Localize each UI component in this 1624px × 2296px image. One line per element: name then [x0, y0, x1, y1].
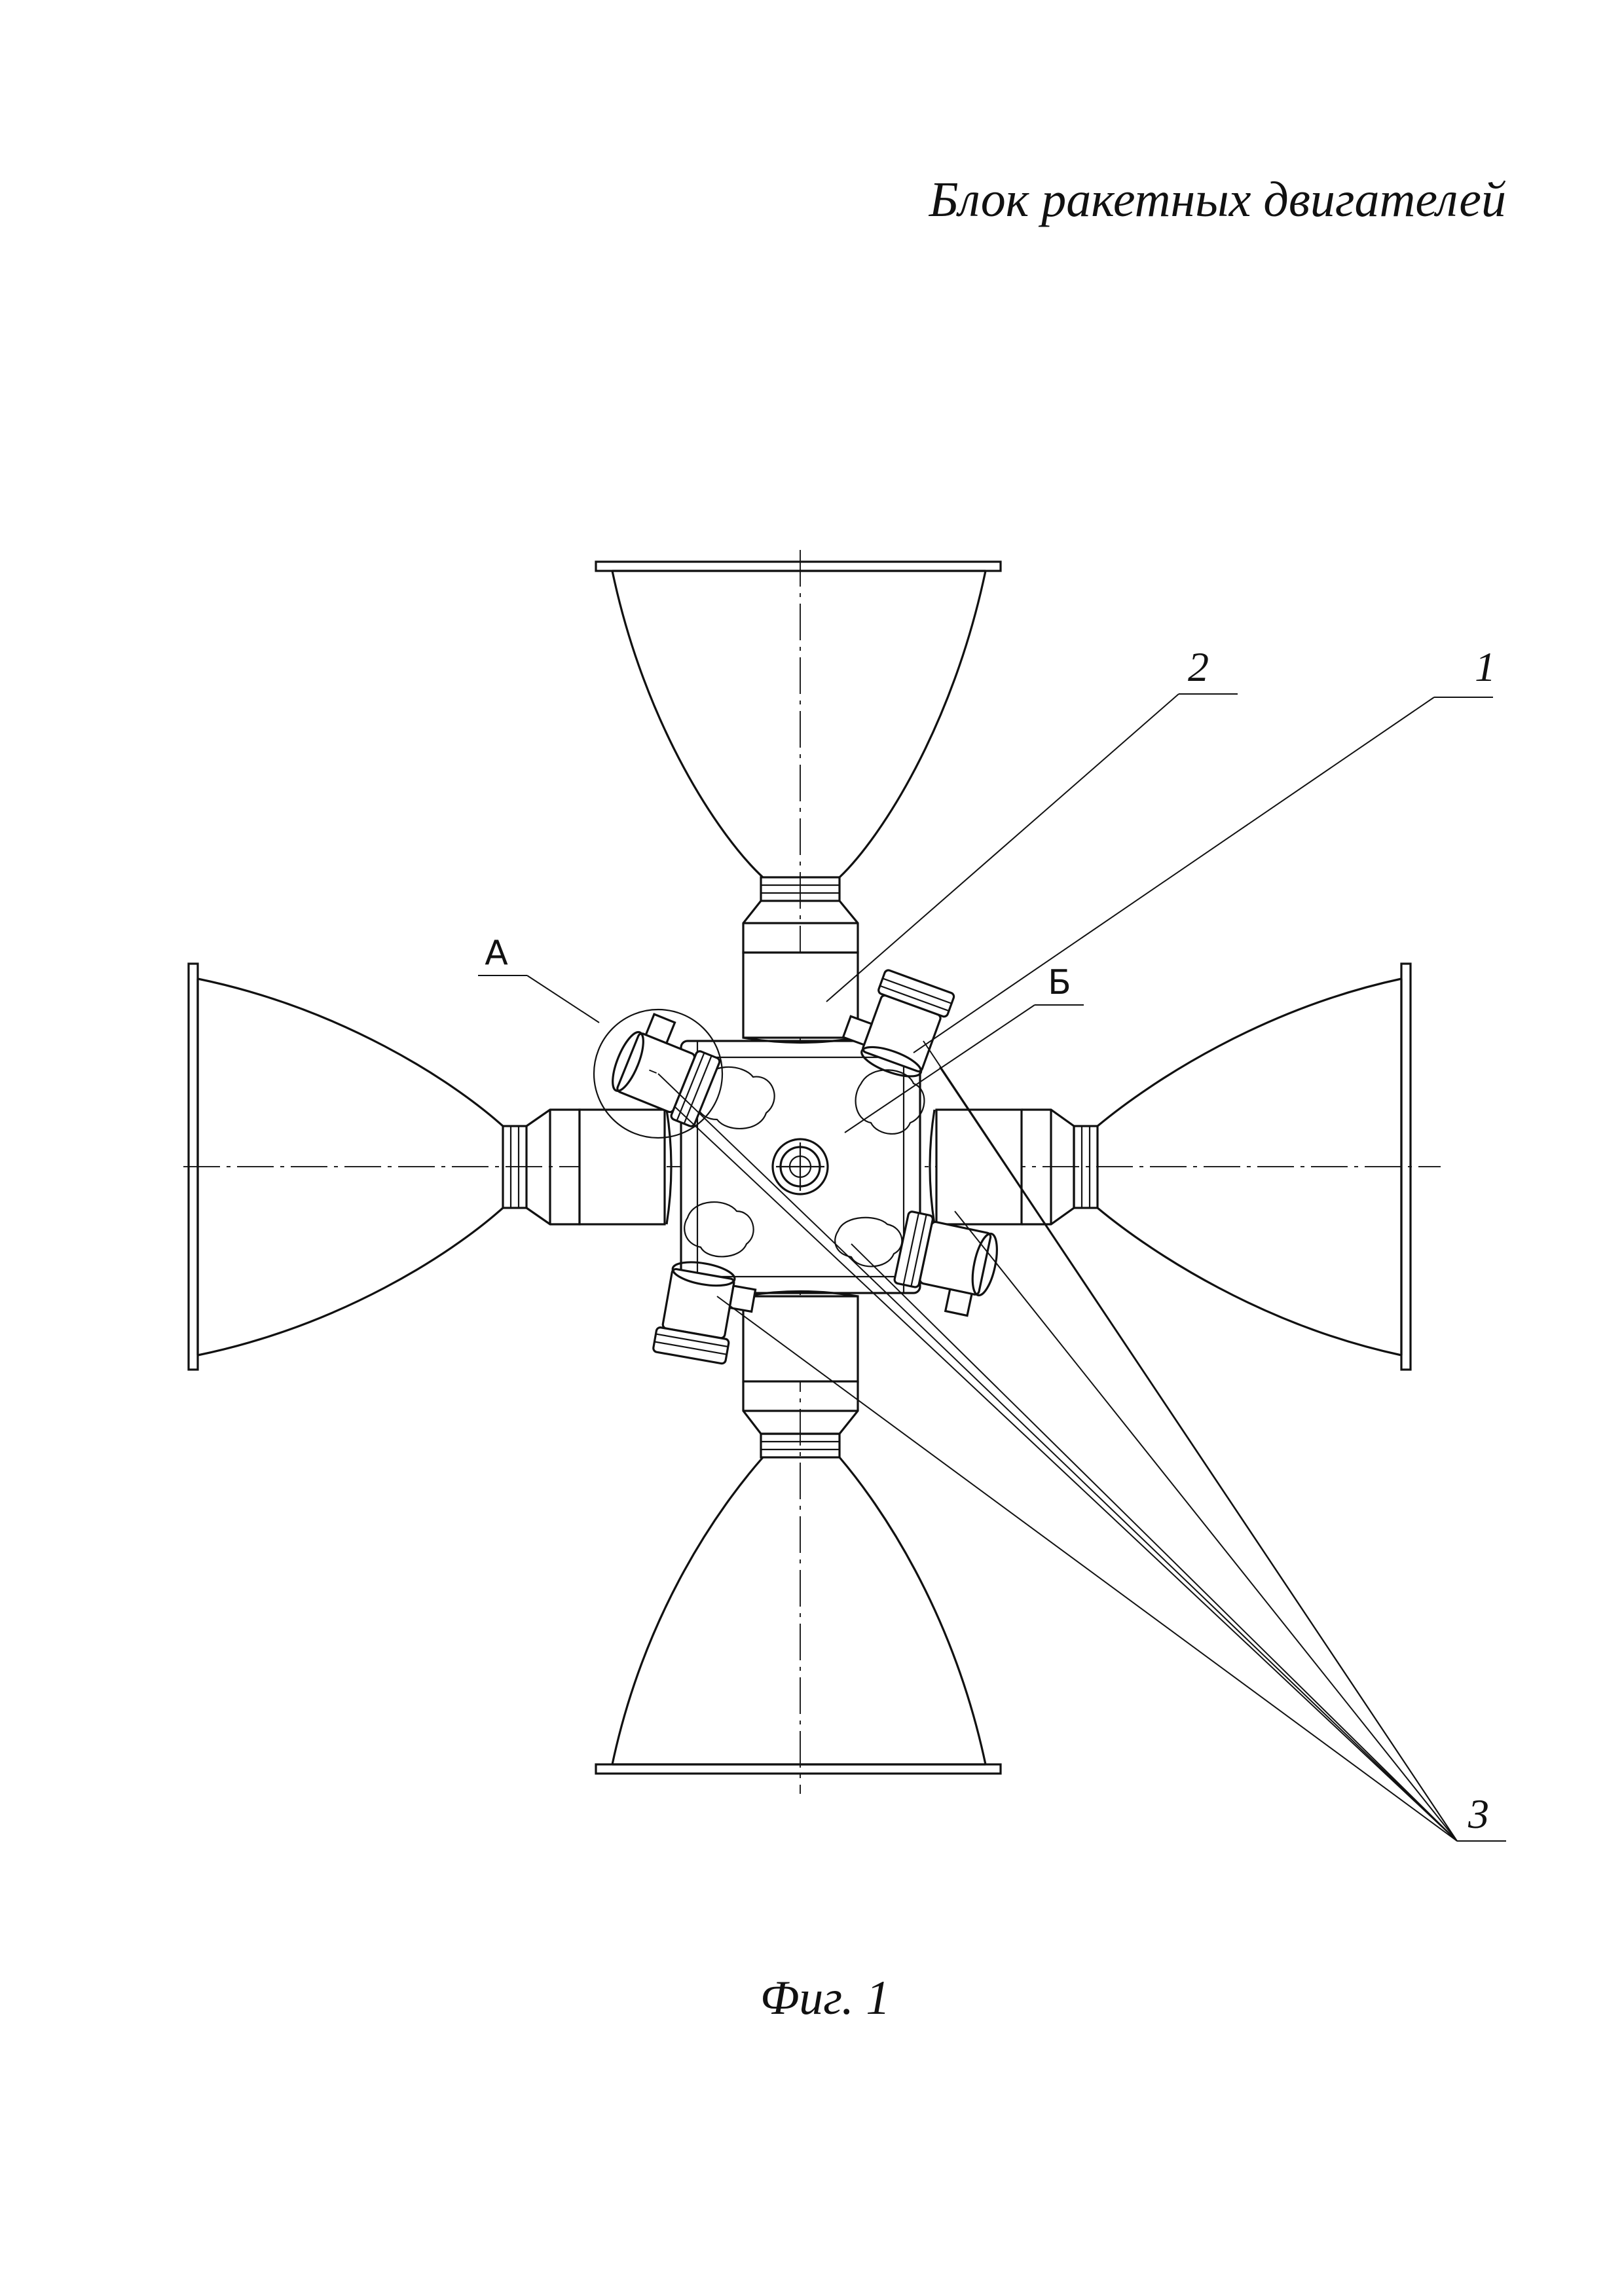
label-view-a: А: [485, 934, 508, 973]
thruster-upper-right: [841, 969, 955, 1078]
label-part-1: 1: [1475, 644, 1496, 690]
cloud-outline-lower-left: [684, 1201, 754, 1258]
left-nozzle: [187, 962, 666, 1371]
figure-caption: Фиг. 1: [760, 1971, 891, 2025]
leader-line-a: [526, 975, 600, 1023]
central-port: [771, 1138, 829, 1195]
leader-line-b: [844, 1004, 1035, 1133]
detail-a-circle: [593, 1008, 724, 1139]
page-title: Блок ракетных двигателей: [929, 172, 1506, 227]
top-nozzle: [595, 560, 1002, 1039]
right-nozzle: [935, 962, 1412, 1371]
cloud-outline-upper-right: [855, 1069, 925, 1135]
label-part-2: 2: [1188, 644, 1209, 690]
thruster-lower-left: [652, 1261, 757, 1365]
cloud-outline-lower-right: [834, 1216, 903, 1267]
bottom-nozzle: [595, 1295, 1002, 1775]
thruster-upper-left: [612, 1013, 721, 1127]
label-part-3: 3: [1467, 1791, 1489, 1837]
leader-line-2: [826, 693, 1179, 1002]
thruster-lower-right: [893, 1211, 998, 1317]
label-view-b: Б: [1048, 963, 1071, 1002]
leader-line-1: [913, 697, 1435, 1053]
leader-fan-3: [657, 1040, 1506, 1842]
